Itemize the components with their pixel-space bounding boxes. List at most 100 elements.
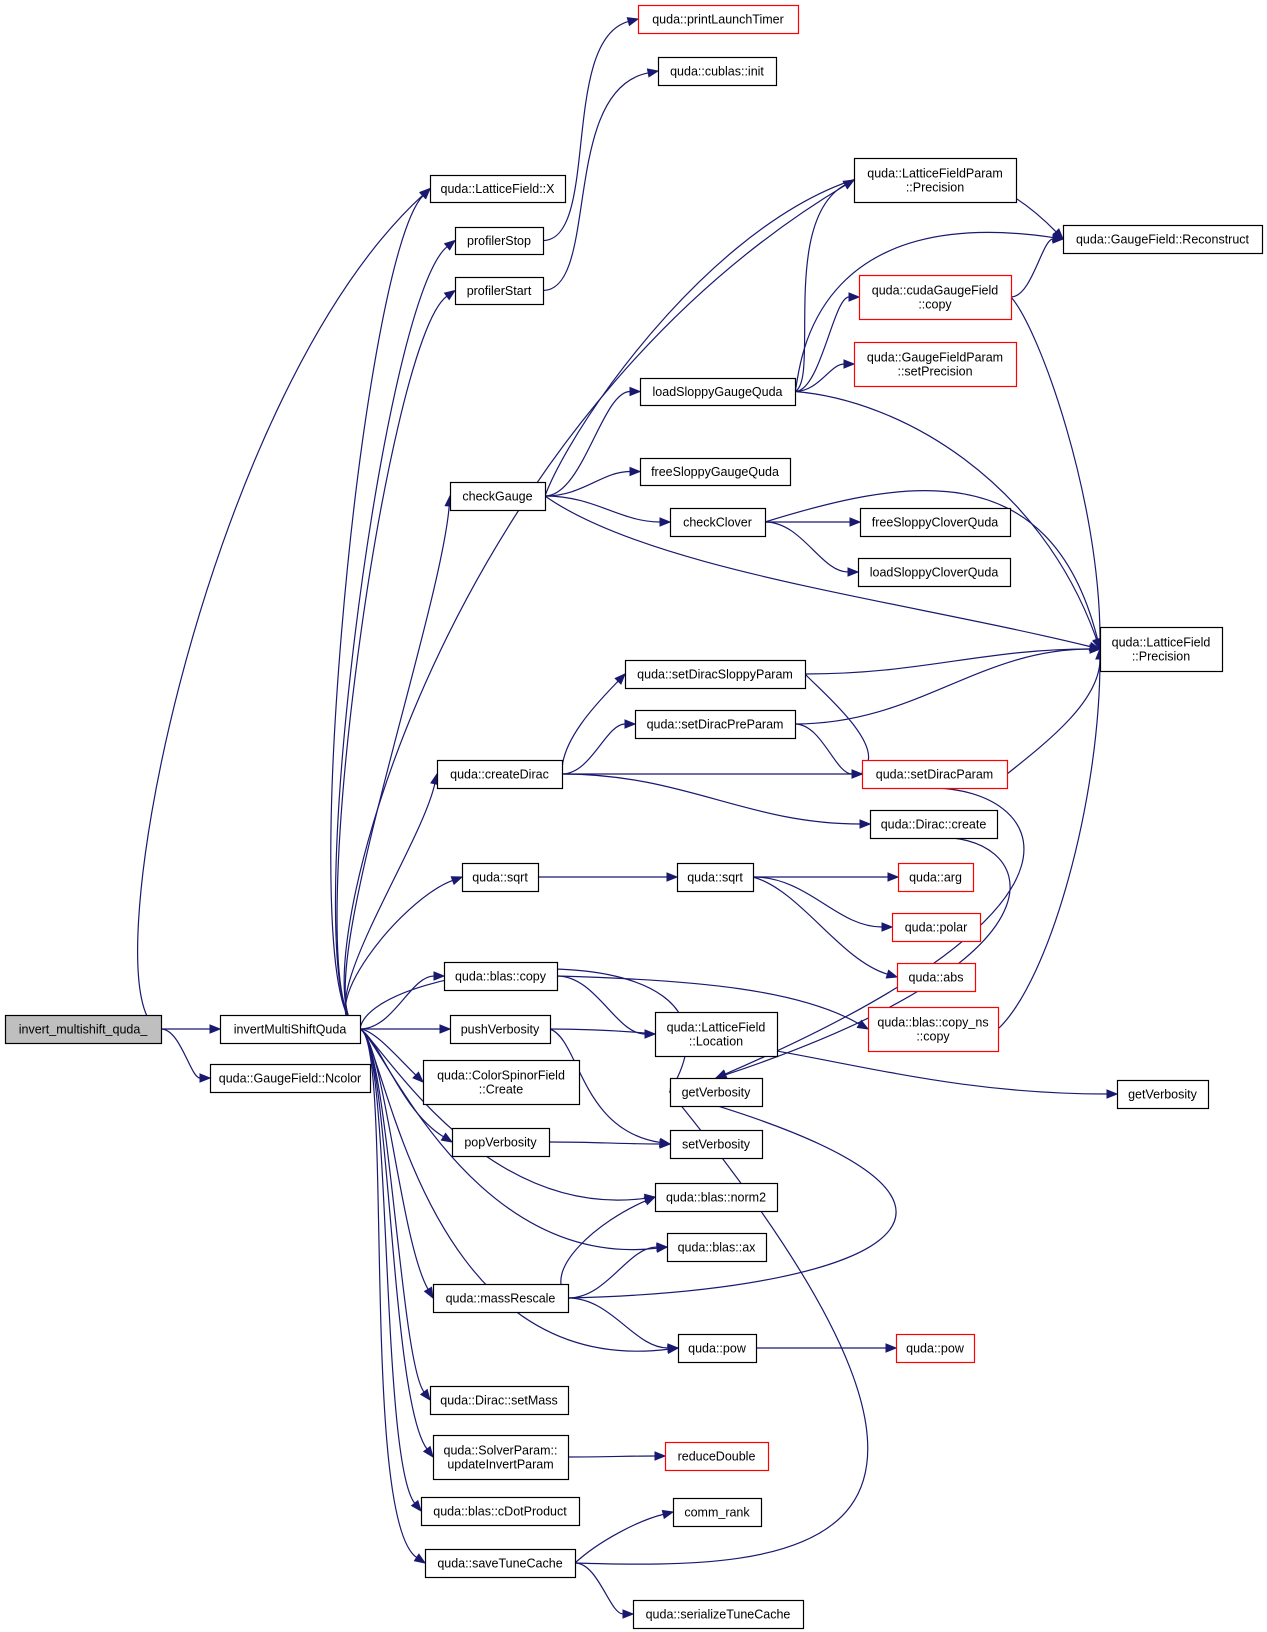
edge-line — [794, 231, 1054, 392]
node-box — [869, 809, 999, 840]
edge-line — [544, 495, 661, 523]
edge-createdirac-dsloppy — [561, 673, 626, 775]
node-pow2[interactable]: quda::pow — [895, 1333, 976, 1364]
node-box — [420, 1496, 581, 1527]
node-dpre[interactable]: quda::setDiracPreParam — [634, 709, 797, 740]
node-cublas[interactable]: quda::cublas::init — [657, 56, 778, 87]
node-box — [654, 1011, 779, 1058]
arrowhead — [646, 68, 660, 78]
node-plt[interactable]: quda::printLaunchTimer — [637, 4, 800, 35]
arrowhead — [443, 289, 457, 301]
node-ax[interactable]: quda::blas::ax — [666, 1232, 768, 1263]
node-box — [1062, 224, 1264, 255]
node-label: quda::Dirac::create — [881, 818, 987, 832]
node-label: pushVerbosity — [461, 1023, 540, 1037]
node-setverb[interactable]: setVerbosity — [669, 1129, 764, 1160]
node-box — [454, 226, 545, 256]
node-label: quda::setDiracSloppyParam — [637, 668, 793, 682]
node-label: checkClover — [683, 516, 752, 530]
node-checkgauge[interactable]: checkGauge — [449, 481, 547, 512]
node-gfrecon[interactable]: quda::GaugeField::Reconstruct — [1062, 224, 1264, 255]
node-abs[interactable]: quda::abs — [896, 962, 977, 993]
node-copyns[interactable]: quda::blas::copy_ns::copy — [867, 1006, 1000, 1053]
node-pushverb[interactable]: pushVerbosity — [449, 1014, 552, 1045]
node-createdirac[interactable]: quda::createDirac — [436, 759, 564, 790]
node-pstop[interactable]: profilerStop — [454, 226, 545, 256]
node-updinv[interactable]: quda::SolverParam::updateInvertParam — [432, 1434, 570, 1481]
node-sqrt2[interactable]: quda::sqrt — [676, 862, 755, 893]
node-cgfcopy[interactable]: quda::cudaGaugeField::copy — [858, 274, 1013, 321]
node-cdot[interactable]: quda::blas::cDotProduct — [420, 1496, 581, 1527]
node-commrank[interactable]: comm_rank — [672, 1497, 763, 1528]
node-blascopy[interactable]: quda::blas::copy — [443, 961, 559, 992]
node-label: quda::ColorSpinorField — [437, 1069, 565, 1083]
node-box — [461, 862, 540, 893]
edge-massrescale-norm2 — [560, 1196, 657, 1299]
edge-updinv-reducedouble — [567, 1451, 667, 1461]
node-pow1[interactable]: quda::pow — [677, 1333, 758, 1364]
node-lfpprec[interactable]: quda::LatticeFieldParam::Precision — [853, 157, 1018, 204]
node-setdirac[interactable]: quda::setDiracParam — [861, 759, 1009, 790]
edge-dsloppy-setdirac — [804, 673, 872, 776]
arrowhead — [843, 359, 856, 369]
edge-line — [764, 521, 849, 573]
edge-root-ncolor — [160, 1028, 212, 1083]
node-box — [867, 1006, 1000, 1053]
node-norm2[interactable]: quda::blas::norm2 — [654, 1182, 779, 1213]
node-root[interactable]: invert_multishift_quda_ — [4, 1014, 163, 1045]
node-polar[interactable]: quda::polar — [891, 912, 982, 943]
arrowhead — [659, 517, 672, 527]
node-csfcreate[interactable]: quda::ColorSpinorField::Create — [422, 1059, 581, 1106]
node-loadsloppy[interactable]: loadSloppyGaugeQuda — [639, 377, 797, 407]
node-imsq[interactable]: invertMultiShiftQuda — [219, 1014, 362, 1045]
node-diraccreate[interactable]: quda::Dirac::create — [869, 809, 999, 840]
arrowhead — [881, 922, 894, 932]
node-dsloppy[interactable]: quda::setDiracSloppyParam — [624, 659, 807, 690]
edge-line — [544, 495, 1091, 648]
node-arg[interactable]: quda::arg — [897, 862, 975, 893]
node-loadclover[interactable]: loadSloppyCloverQuda — [857, 557, 1012, 588]
arrowhead — [443, 239, 457, 251]
node-popverb[interactable]: popVerbosity — [451, 1127, 551, 1158]
node-label: profilerStart — [467, 284, 532, 298]
node-label: quda::setDiracPreParam — [647, 718, 784, 732]
node-reducedouble[interactable]: reduceDouble — [664, 1441, 770, 1472]
arrowhead — [629, 466, 642, 477]
node-gfpsetprec[interactable]: quda::GaugeFieldParam::setPrecision — [853, 341, 1018, 388]
node-lfloc[interactable]: quda::LatticeField::Location — [654, 1011, 779, 1058]
arrowhead — [842, 179, 856, 190]
node-getverb1[interactable]: getVerbosity — [1116, 1079, 1210, 1110]
node-checkclover[interactable]: checkClover — [669, 507, 767, 538]
node-ncolor[interactable]: quda::GaugeField::Ncolor — [209, 1063, 372, 1094]
node-label: getVerbosity — [1128, 1088, 1198, 1102]
edge-checkgauge-checkclover — [544, 495, 672, 527]
node-setmass[interactable]: quda::Dirac::setMass — [429, 1385, 570, 1416]
node-box — [669, 1077, 764, 1108]
node-getverb2[interactable]: getVerbosity — [669, 1077, 764, 1108]
node-lfprec[interactable]: quda::LatticeField::Precision — [1099, 626, 1224, 673]
node-massrescale[interactable]: quda::massRescale — [432, 1283, 570, 1314]
node-sqrt1[interactable]: quda::sqrt — [461, 862, 540, 893]
node-freeclover[interactable]: freeSloppyCloverQuda — [859, 507, 1012, 538]
edge-line — [794, 723, 853, 775]
node-sertune[interactable]: quda::serializeTuneCache — [632, 1599, 805, 1630]
node-lfx[interactable]: quda::LatticeField::X — [429, 174, 567, 204]
node-label: ::Precision — [1132, 650, 1190, 664]
node-box — [654, 1182, 779, 1213]
edge-checkclover-loadclover — [764, 521, 860, 577]
node-box — [424, 1548, 577, 1579]
node-savetune[interactable]: quda::saveTuneCache — [424, 1548, 577, 1579]
edge-savetune-sertune — [574, 1562, 635, 1619]
edge-sqrt2-arg — [752, 872, 900, 882]
arrowhead — [614, 673, 626, 685]
arrowhead — [666, 872, 679, 882]
edge-imsq-pstop — [334, 239, 457, 1030]
node-box — [669, 507, 767, 538]
node-box — [857, 557, 1012, 588]
node-box — [443, 961, 559, 992]
node-label: ::Precision — [906, 181, 964, 195]
node-freesloppy[interactable]: freeSloppyGaugeQuda — [639, 457, 792, 487]
node-pstart[interactable]: profilerStart — [454, 276, 545, 306]
edge-blascopy-copyns — [556, 975, 870, 1030]
node-label: quda::massRescale — [446, 1292, 556, 1306]
